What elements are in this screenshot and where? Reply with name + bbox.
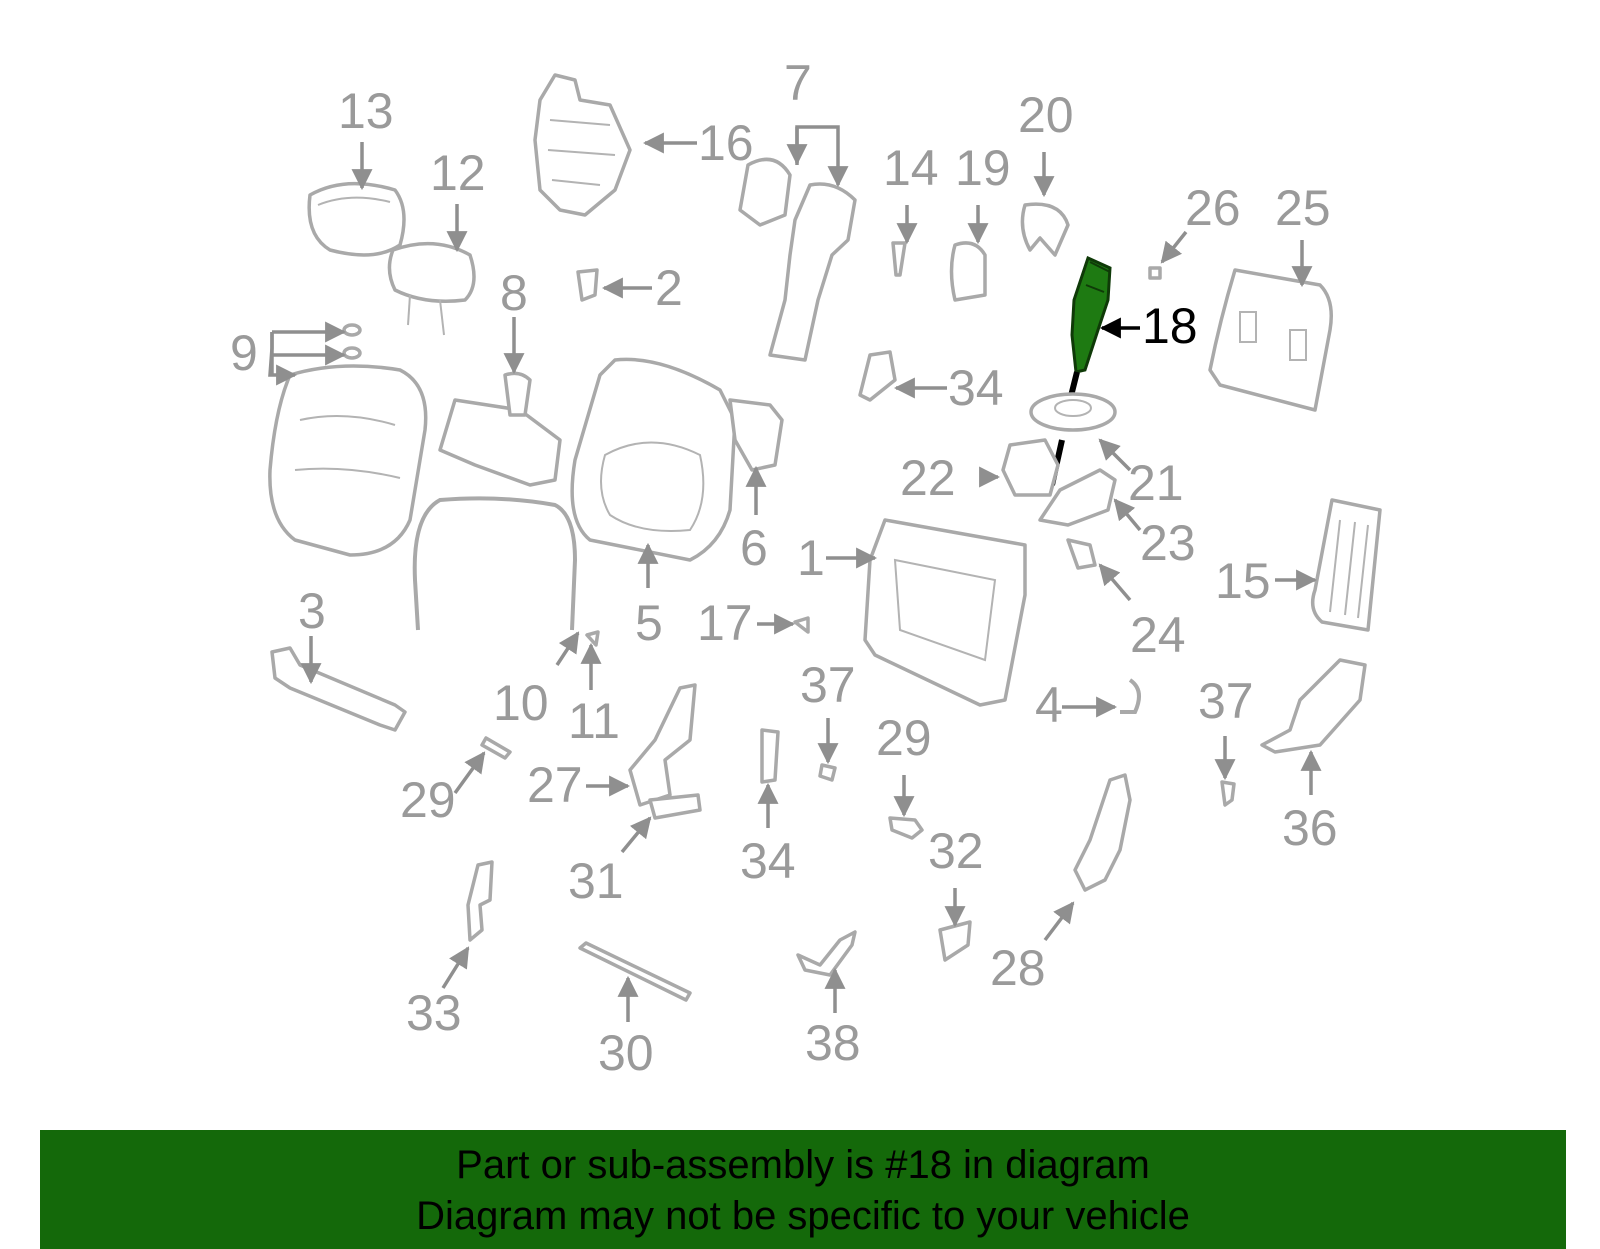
callout-7: 7 — [784, 55, 812, 111]
callout-2: 2 — [655, 260, 683, 316]
banner-line-1: Part or sub-assembly is #18 in diagram — [456, 1143, 1150, 1187]
part-12-headrest — [387, 241, 476, 336]
part-2-clip — [576, 268, 599, 302]
part-16-seat-frame — [533, 73, 632, 217]
callout-10: 10 — [493, 675, 549, 731]
part-20-cap — [1020, 202, 1070, 257]
part-3-rod — [270, 646, 407, 732]
part-18-recliner-shaft — [1049, 255, 1112, 486]
callout-32: 32 — [928, 823, 984, 879]
callout-21: 21 — [1128, 455, 1184, 511]
banner-line-2: Diagram may not be specific to your vehi… — [416, 1194, 1190, 1238]
callout-3: 3 — [298, 583, 326, 639]
seat-back-cushion — [268, 364, 428, 557]
part-15-panel — [1310, 498, 1382, 632]
callout-22: 22 — [900, 450, 956, 506]
part-23-cover — [1038, 468, 1117, 527]
callout-8: 8 — [500, 265, 528, 321]
part-9-clips — [342, 323, 362, 360]
part-6-trim — [728, 398, 784, 472]
callout-16: 16 — [698, 115, 754, 171]
callout-35: 34 — [948, 360, 1004, 416]
callout-26: 26 — [1185, 180, 1241, 236]
part-8-armrest — [438, 371, 562, 487]
part-13-headrest — [307, 181, 406, 257]
part-7-seat-belt — [738, 157, 857, 362]
part-19-cover — [949, 241, 987, 302]
callout-20: 20 — [1018, 87, 1074, 143]
parts-diagram: 13 12 16 7 14 19 20 26 25 2 18 8 9 34 22… — [230, 55, 1382, 1081]
callout-29-center: 29 — [876, 710, 932, 766]
part-5-cushion — [570, 357, 737, 562]
callout-19: 19 — [955, 140, 1011, 196]
callout-6: 6 — [740, 520, 768, 576]
callout-17: 17 — [697, 595, 753, 651]
part-31-handle — [648, 793, 702, 820]
callout-arrows — [268, 125, 1322, 1022]
part-29-bolt-left — [480, 736, 512, 760]
part-36-trim — [1260, 658, 1367, 754]
part-35-bracket — [858, 350, 897, 402]
part-21-base — [1029, 392, 1117, 432]
part-33-bracket — [466, 860, 494, 942]
part-25-back-panel — [1208, 268, 1333, 412]
part-32-bracket — [938, 920, 972, 962]
callout-1: 1 — [797, 530, 825, 586]
callout-33: 33 — [406, 985, 462, 1041]
callout-4: 4 — [1035, 677, 1063, 733]
part-30-rod — [578, 941, 692, 1002]
callout-12: 12 — [430, 145, 486, 201]
callout-29-left: 29 — [400, 772, 456, 828]
part-29-bolt-right — [888, 816, 924, 840]
callout-23: 23 — [1140, 515, 1196, 571]
part-1-seat-frame — [863, 518, 1027, 707]
callout-18: 18 — [1142, 298, 1198, 354]
callout-11: 11 — [568, 693, 620, 749]
callout-37-right: 37 — [1198, 673, 1254, 729]
callout-36: 36 — [1282, 800, 1338, 856]
callout-34: 34 — [740, 833, 796, 889]
callout-37-center: 37 — [800, 657, 856, 713]
part-22-housing — [1001, 438, 1060, 497]
part-4-wire — [1120, 678, 1141, 714]
callout-28: 28 — [990, 940, 1046, 996]
callout-15: 15 — [1215, 553, 1271, 609]
part-28-recliner-arm — [1073, 773, 1132, 892]
callout-9: 9 — [230, 325, 258, 381]
part-37-clip-center — [818, 763, 837, 782]
part-24-clip — [1066, 538, 1097, 570]
callout-30: 30 — [598, 1025, 654, 1081]
part-26-clip — [1148, 266, 1162, 280]
part-17-clip — [793, 616, 810, 634]
callout-25: 25 — [1275, 180, 1331, 236]
part-10-wire — [412, 496, 578, 631]
part-38-bracket — [796, 930, 857, 977]
info-banner: Part or sub-assembly is #18 in diagram D… — [40, 1130, 1566, 1249]
callout-labels: 13 12 16 7 14 19 20 26 25 2 18 8 9 34 22… — [230, 55, 1338, 1081]
callout-14: 14 — [883, 140, 939, 196]
part-37-clip-right — [1220, 780, 1236, 807]
callout-27: 27 — [527, 757, 583, 813]
part-11-clip — [585, 630, 600, 647]
callout-38: 38 — [805, 1015, 861, 1071]
callout-5: 5 — [635, 595, 663, 651]
callout-13: 13 — [338, 83, 394, 139]
part-14-bolt — [891, 241, 907, 277]
part-27-recliner — [628, 683, 697, 807]
callout-31: 31 — [568, 853, 624, 909]
part-34-bracket — [760, 728, 780, 784]
callout-24: 24 — [1130, 607, 1186, 663]
